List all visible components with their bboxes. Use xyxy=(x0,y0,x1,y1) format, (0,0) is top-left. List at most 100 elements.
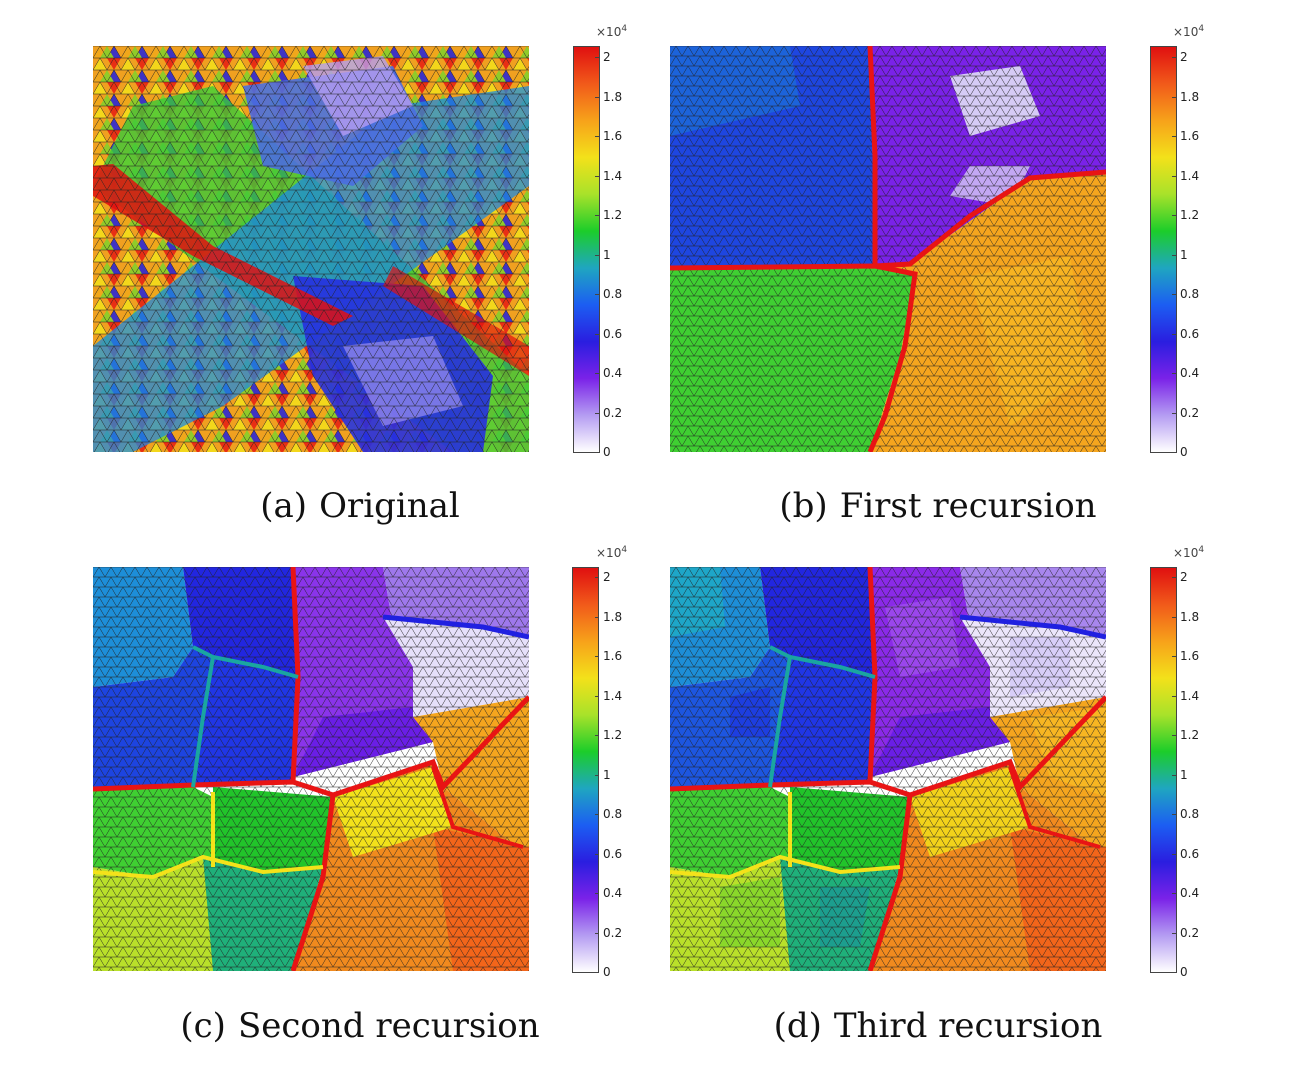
mesh-plot-original xyxy=(93,46,529,452)
colorbar-tick-label: 1.6 xyxy=(1180,129,1200,143)
exponent-base: ×10 xyxy=(1173,546,1199,560)
colorbar-tick-mark xyxy=(1172,893,1176,894)
colorbar-tick-mark xyxy=(595,294,599,295)
caption-title: First recursion xyxy=(839,486,1097,526)
colorbar-tick-label: 1.6 xyxy=(603,129,623,143)
colorbar-tick-mark xyxy=(595,333,599,335)
colorbar-tick-mark xyxy=(595,136,599,137)
colorbar-tick-mark xyxy=(595,452,599,453)
colorbar-tick-mark xyxy=(1172,452,1176,453)
colorbar-gradient xyxy=(573,46,600,453)
colorbar-tick-mark xyxy=(595,656,599,657)
colorbar-tick-mark xyxy=(1172,774,1176,776)
colorbar-tick-label: 1 xyxy=(603,247,611,262)
colorbar-tick-mark xyxy=(1172,333,1176,335)
colorbar-tick-mark xyxy=(1172,254,1176,256)
caption-b: (b) First recursion xyxy=(688,486,1188,526)
caption-title: Original xyxy=(319,486,460,526)
caption-label: (c) xyxy=(180,1006,226,1046)
colorbar-tick-mark xyxy=(595,175,599,177)
colorbar-tick-label: 1.8 xyxy=(603,609,623,624)
exponent-power: 4 xyxy=(1198,545,1205,555)
colorbar-tick-label: 0.8 xyxy=(603,287,623,301)
colorbar-tick-label: 0.2 xyxy=(603,405,623,420)
mesh-plot-third-recursion xyxy=(670,567,1106,971)
colorbar-tick-mark xyxy=(595,57,599,58)
colorbar-tick-mark xyxy=(1172,814,1176,815)
colorbar-tick-label: 0.2 xyxy=(603,925,623,940)
caption-label: (b) xyxy=(779,486,828,526)
colorbar-tick-label: 0.8 xyxy=(603,807,623,821)
colorbar-tick-label: 1.4 xyxy=(1180,168,1200,183)
colorbar-tick-mark xyxy=(595,695,599,697)
colorbar-tick-mark xyxy=(595,774,599,776)
colorbar-exponent: ×104 xyxy=(596,545,627,560)
colorbar-tick-label: 1.8 xyxy=(603,89,623,104)
colorbar-tick-label: 0.4 xyxy=(1180,366,1200,380)
colorbar-tick-label: 2 xyxy=(1180,50,1188,64)
caption-title: Third recursion xyxy=(833,1006,1103,1046)
colorbar-tick-mark xyxy=(1172,656,1176,657)
colorbar-tick-label: 1 xyxy=(1180,247,1188,262)
colorbar-tick-mark xyxy=(1172,695,1176,697)
colorbar-tick-label: 1.2 xyxy=(1180,208,1200,222)
colorbar-tick-mark xyxy=(595,972,599,973)
colorbar-tick-label: 0.6 xyxy=(1180,846,1200,861)
colorbar-tick-label: 1.4 xyxy=(603,688,623,703)
colorbar-tick-label: 0 xyxy=(603,445,611,459)
colorbar-exponent: ×104 xyxy=(1173,24,1204,39)
colorbar-tick-mark xyxy=(595,96,599,98)
exponent-power: 4 xyxy=(621,545,628,555)
colorbar-tick-label: 0.6 xyxy=(1180,326,1200,341)
colorbar-tick-label: 0 xyxy=(603,965,611,979)
colorbar-tick-mark xyxy=(595,814,599,815)
colorbar-tick-label: 1.6 xyxy=(1180,649,1200,663)
colorbar-tick-label: 1.2 xyxy=(1180,728,1200,742)
colorbar-tick-label: 1.8 xyxy=(1180,609,1200,624)
colorbar-tick-mark xyxy=(1172,972,1176,973)
colorbar-tick-mark xyxy=(1172,577,1176,578)
colorbar-tick-label: 0.4 xyxy=(603,886,623,900)
colorbar-tick-label: 0.4 xyxy=(603,366,623,380)
colorbar-tick-label: 0.2 xyxy=(1180,405,1200,420)
colorbar-tick-mark xyxy=(595,373,599,374)
colorbar-exponent: ×104 xyxy=(1173,545,1204,560)
colorbar-tick-label: 0.6 xyxy=(603,846,623,861)
colorbar-tick-label: 1.4 xyxy=(603,168,623,183)
caption-title: Second recursion xyxy=(237,1006,540,1046)
colorbar-tick-mark xyxy=(595,577,599,578)
exponent-power: 4 xyxy=(1198,24,1205,34)
colorbar-tick-label: 0 xyxy=(1180,965,1188,979)
colorbar-tick-label: 1.4 xyxy=(1180,688,1200,703)
colorbar-tick-mark xyxy=(1172,57,1176,58)
colorbar-tick-mark xyxy=(1172,373,1176,374)
exponent-base: ×10 xyxy=(596,546,622,560)
colorbar-tick-mark xyxy=(1172,932,1176,934)
colorbar-gradient xyxy=(1150,46,1177,453)
colorbar-tick-label: 2 xyxy=(603,570,611,584)
colorbar-tick-label: 0.6 xyxy=(603,326,623,341)
caption-c: (c) Second recursion xyxy=(110,1006,610,1046)
caption-d: (d)Third recursion xyxy=(688,1006,1188,1046)
caption-label: (a) xyxy=(260,486,308,526)
exponent-base: ×10 xyxy=(596,25,622,39)
colorbar-tick-label: 0 xyxy=(1180,445,1188,459)
colorbar-tick-mark xyxy=(595,853,599,855)
colorbar-tick-label: 1 xyxy=(1180,767,1188,782)
colorbar-tick-label: 0.8 xyxy=(1180,287,1200,301)
colorbar-tick-mark xyxy=(1172,616,1176,618)
colorbar-gradient xyxy=(1150,567,1177,973)
colorbar-tick-label: 1.6 xyxy=(603,649,623,663)
colorbar-tick-mark xyxy=(1172,853,1176,855)
colorbar-tick-mark xyxy=(595,616,599,618)
colorbar-tick-label: 2 xyxy=(603,50,611,64)
colorbar-tick-mark xyxy=(1172,175,1176,177)
exponent-power: 4 xyxy=(621,24,628,34)
colorbar-tick-mark xyxy=(595,735,599,736)
colorbar-tick-label: 1.2 xyxy=(603,208,623,222)
colorbar-tick-label: 1.2 xyxy=(603,728,623,742)
colorbar-tick-mark xyxy=(1172,136,1176,137)
exponent-base: ×10 xyxy=(1173,25,1199,39)
colorbar-tick-label: 2 xyxy=(1180,570,1188,584)
colorbar-tick-mark xyxy=(1172,96,1176,98)
